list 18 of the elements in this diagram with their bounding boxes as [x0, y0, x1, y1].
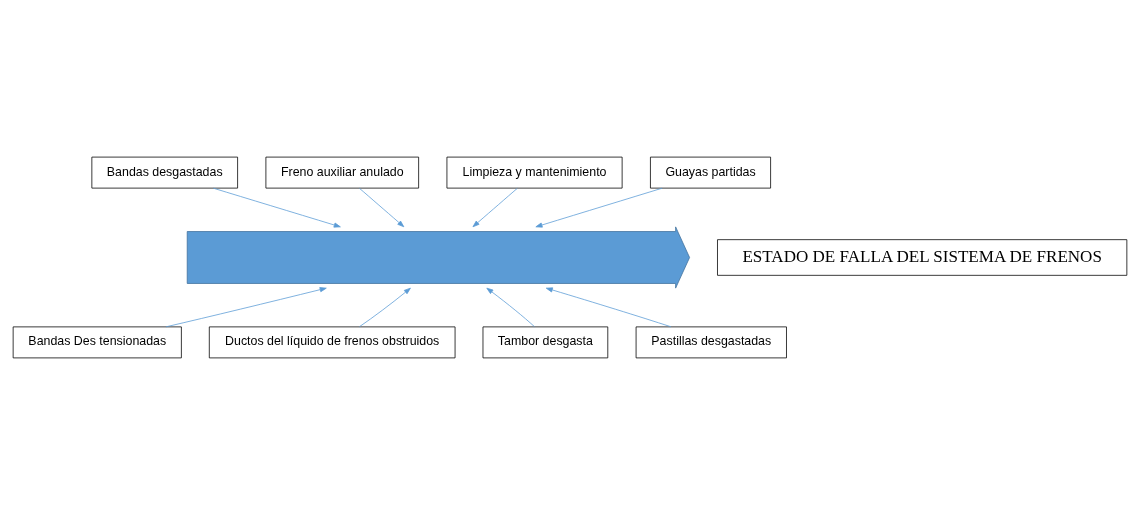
arrow — [359, 287, 411, 327]
arrow — [535, 187, 663, 227]
node-box: ESTADO DE FALLA DEL SISTEMA DE FRENOS — [717, 238, 1128, 276]
node-box: Guayas partidas — [650, 156, 771, 188]
arrow — [212, 187, 341, 228]
arrow — [472, 187, 518, 227]
node-box: Limpieza y mantenimiento — [446, 156, 623, 188]
node-box: Bandas desgastadas — [91, 156, 238, 188]
node-box: Freno auxiliar anulado — [265, 156, 419, 188]
node-box: Pastillas desgastadas — [635, 326, 787, 358]
arrow — [545, 286, 672, 327]
node-box: Ductos del líquido de frenos obstruidos — [208, 326, 456, 358]
node-box: Tambor desgasta — [482, 326, 609, 358]
arrow — [359, 187, 405, 227]
node-box: Bandas Des tensionadas — [12, 326, 182, 358]
arrow — [165, 286, 327, 327]
node-arrow — [186, 226, 690, 288]
arrow — [486, 287, 535, 327]
